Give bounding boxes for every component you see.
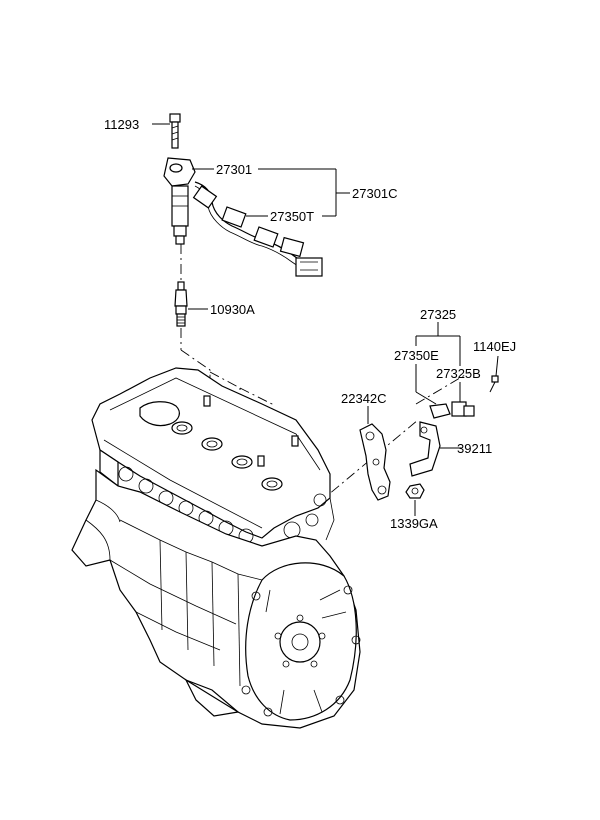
- label-10930A[interactable]: 10930A: [210, 302, 255, 317]
- ignition-coil-27301[interactable]: [163, 157, 196, 245]
- leader-27350E-horizontal: [415, 391, 437, 405]
- bracket-22342C[interactable]: [359, 423, 391, 501]
- label-27301C[interactable]: 27301C: [352, 186, 398, 201]
- bolt-11293[interactable]: [169, 113, 181, 149]
- label-1339GA[interactable]: 1339GA: [390, 516, 438, 531]
- bracket-39211[interactable]: [409, 421, 441, 477]
- label-39211[interactable]: 39211: [457, 441, 492, 456]
- label-27325B[interactable]: 27325B: [436, 366, 481, 381]
- label-22342C[interactable]: 22342C: [341, 391, 387, 406]
- bolt-1140EJ[interactable]: [489, 375, 499, 393]
- nut-1339GA[interactable]: [405, 483, 425, 499]
- leader-1140EJ: [495, 355, 499, 377]
- engine-block: [71, 367, 361, 729]
- label-27350E[interactable]: 27350E: [394, 348, 439, 363]
- label-27301[interactable]: 27301: [216, 162, 252, 177]
- label-11293[interactable]: 11293: [104, 117, 139, 132]
- label-27350T[interactable]: 27350T: [270, 209, 314, 224]
- label-1140EJ[interactable]: 1140EJ: [473, 339, 516, 354]
- label-27325[interactable]: 27325: [420, 307, 456, 322]
- wiring-harness-27350T[interactable]: [192, 181, 323, 277]
- spark-plug-10930A[interactable]: [174, 281, 188, 327]
- sensor-27325[interactable]: [429, 401, 475, 419]
